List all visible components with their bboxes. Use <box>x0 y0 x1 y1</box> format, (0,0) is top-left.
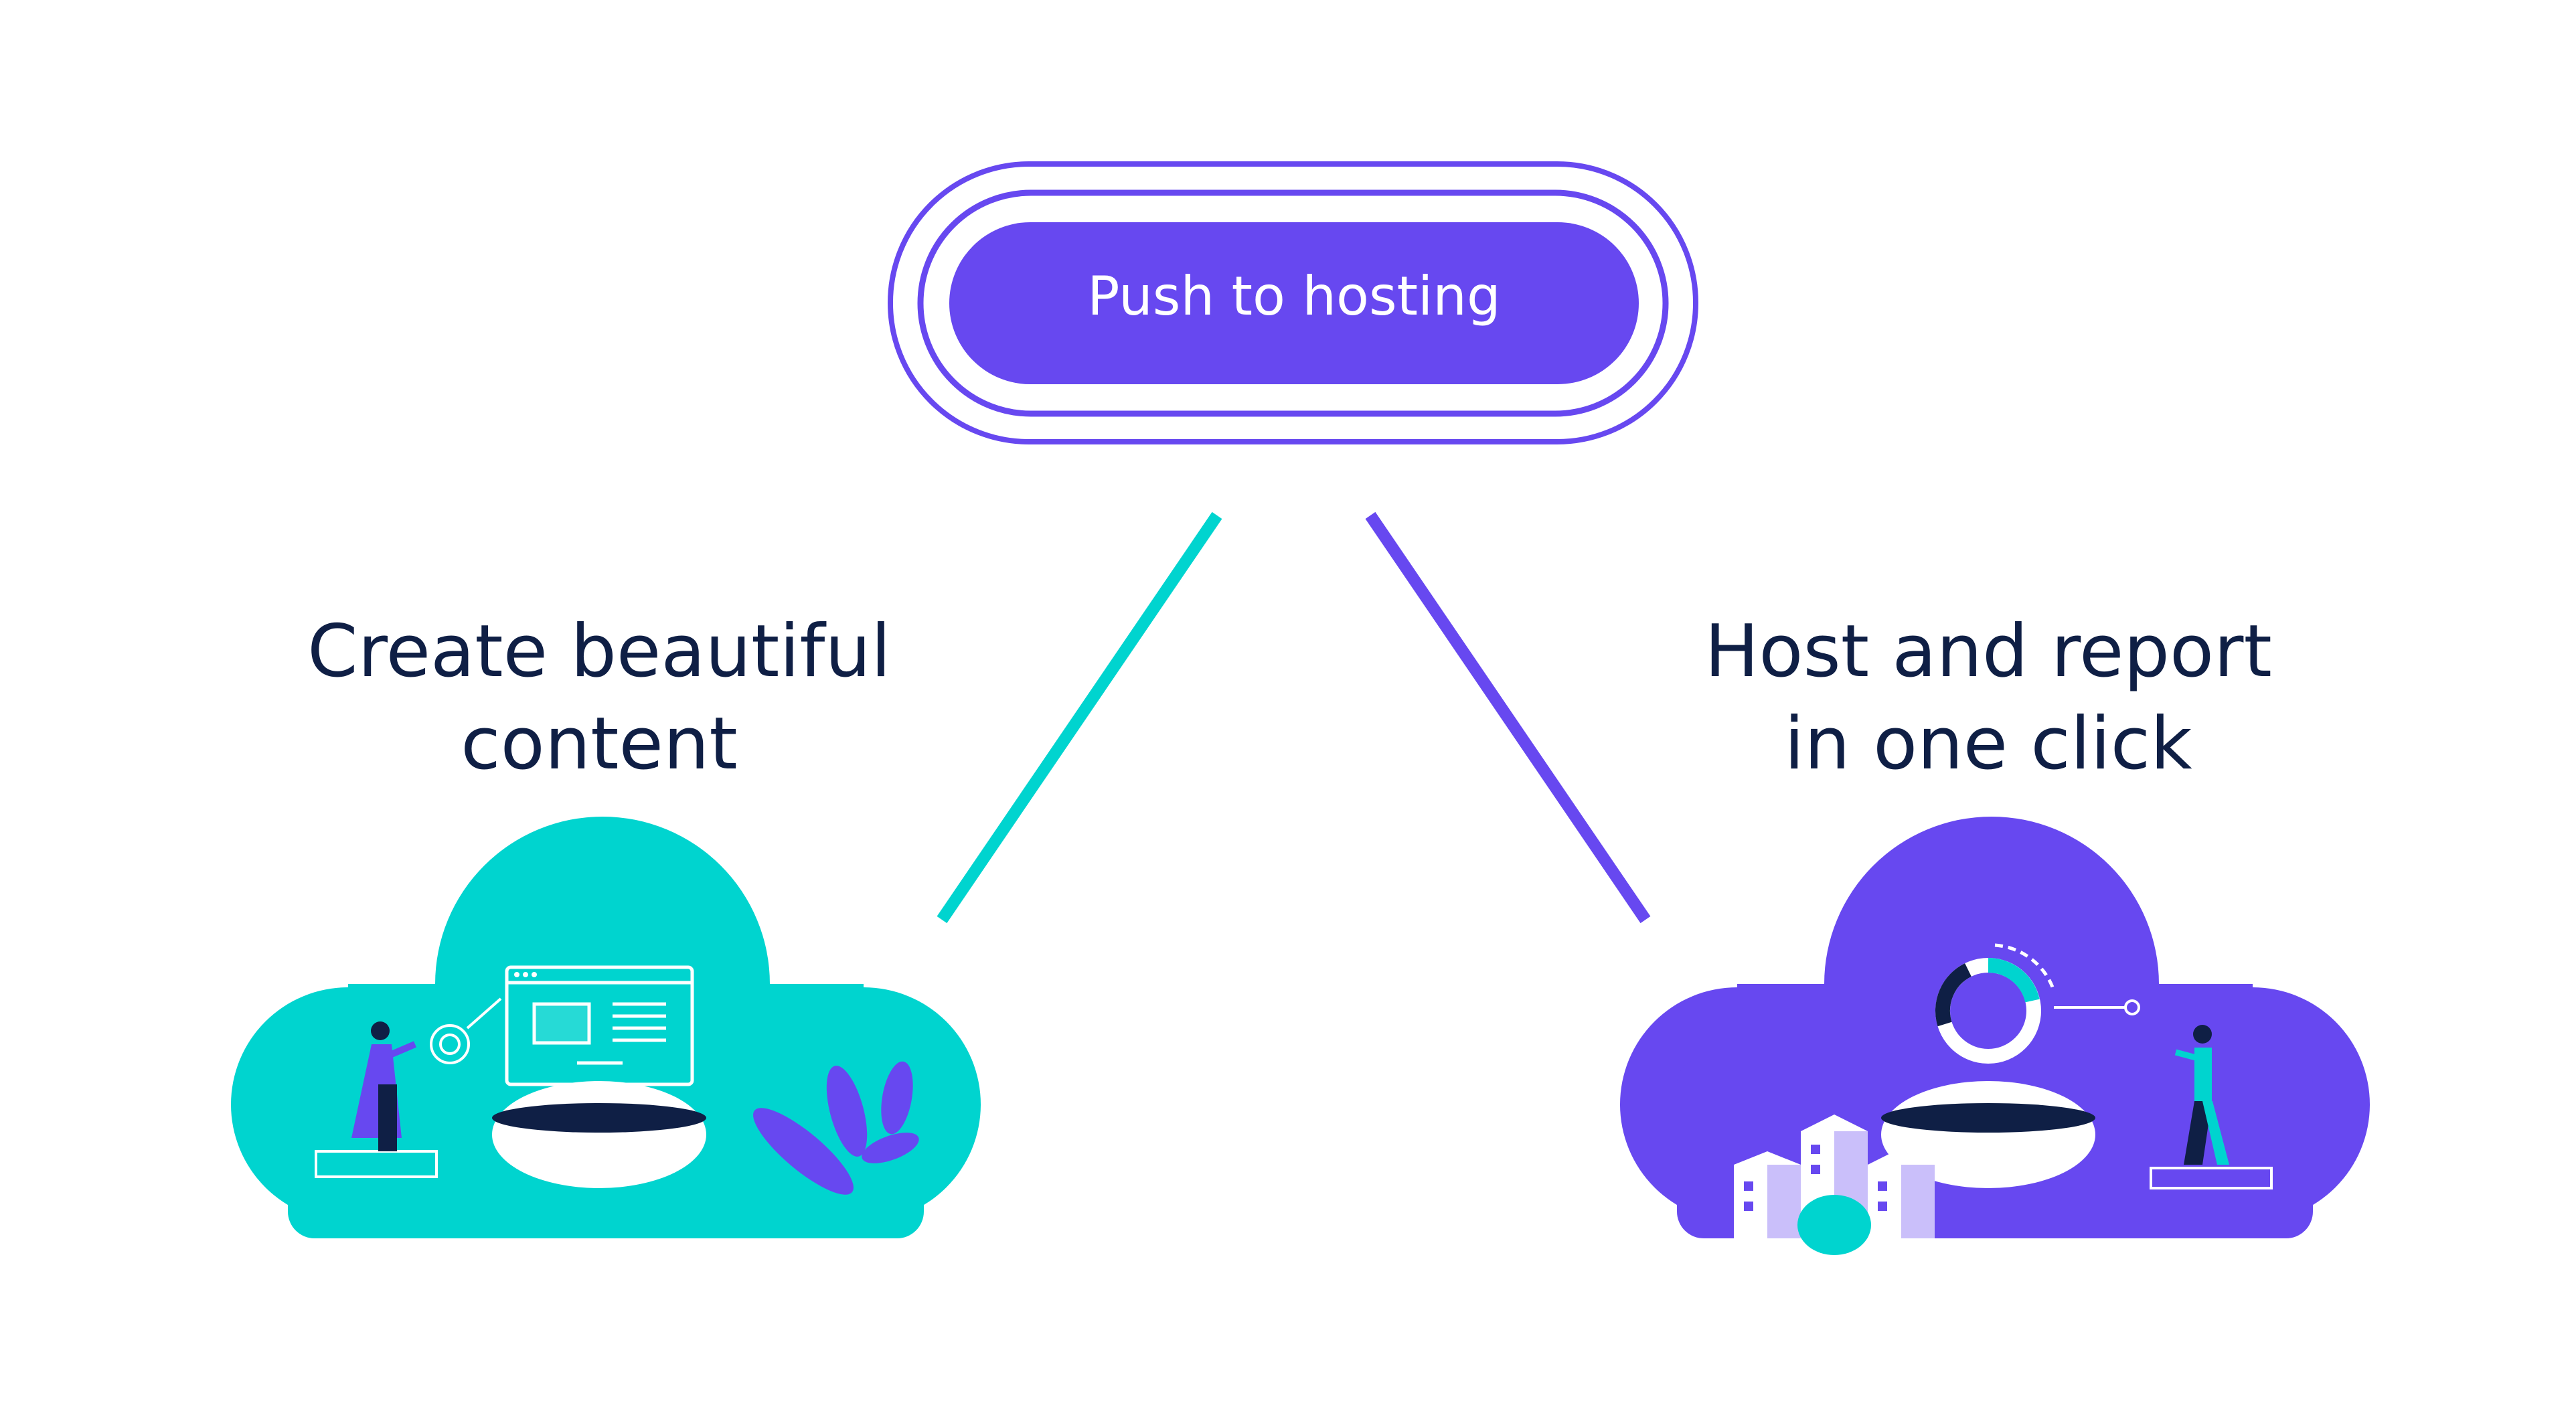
bowl-left <box>492 1081 706 1188</box>
person-right-icon <box>2150 1025 2273 1189</box>
donut-chart-icon <box>1935 943 2140 1064</box>
button-fill <box>949 222 1639 384</box>
plant-leaves-icon <box>753 1061 919 1195</box>
content-cloud-illustration <box>231 817 981 1238</box>
connector-line-right <box>1365 511 1651 924</box>
left-caption-line1: Create beautiful <box>307 610 891 693</box>
button-inner-ring <box>917 189 1669 417</box>
button-outer-ring <box>888 161 1698 444</box>
push-to-hosting-button[interactable]: Push to hosting <box>888 161 1698 444</box>
person-left-icon <box>315 1021 438 1178</box>
left-caption-line2: content <box>461 702 738 787</box>
bowl-right <box>1881 1081 2095 1188</box>
right-caption: Host and report in one click <box>1633 606 2343 791</box>
connector-line-left <box>937 511 1222 924</box>
right-caption-line1: Host and report <box>1704 610 2272 693</box>
hosting-cloud-illustration <box>1620 817 2370 1255</box>
left-caption: Create beautiful content <box>244 606 954 791</box>
target-rings-icon <box>430 997 502 1064</box>
right-caption-line2: in one click <box>1784 702 2192 787</box>
button-label: Push to hosting <box>1087 265 1501 327</box>
buildings-icon <box>1734 1115 1935 1255</box>
